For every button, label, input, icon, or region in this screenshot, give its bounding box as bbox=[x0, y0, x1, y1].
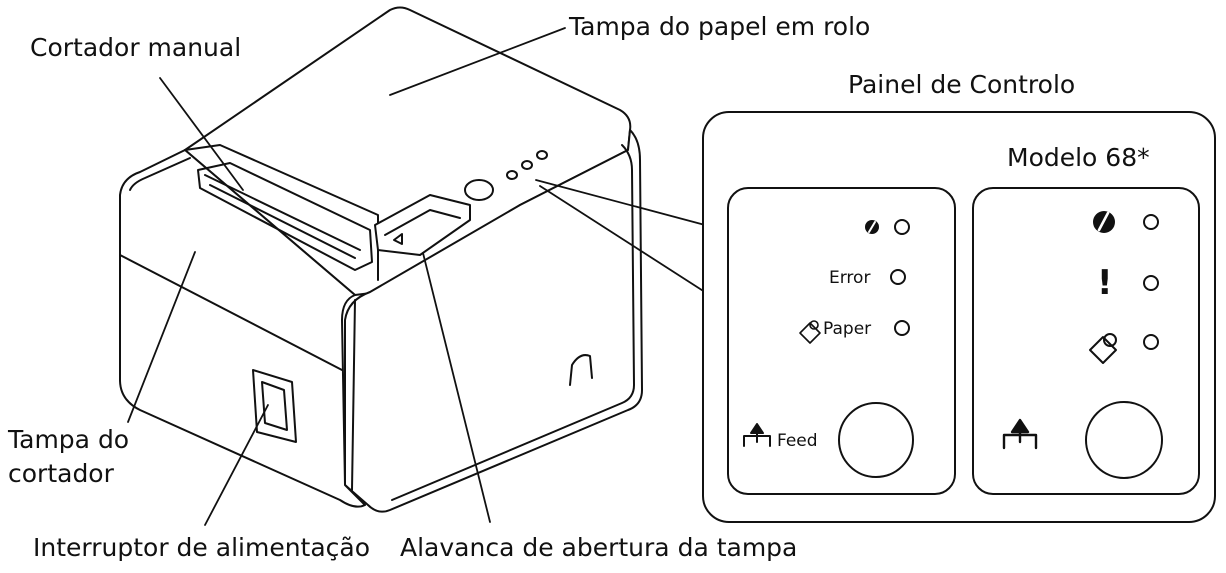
manual-cutter-blade-2 bbox=[209, 184, 356, 259]
standard-panel-frame bbox=[727, 187, 956, 495]
printer-front bbox=[119, 149, 366, 508]
printer-front-edge bbox=[129, 157, 191, 191]
lever-arrow-icon bbox=[393, 233, 403, 245]
printer-lower-edge bbox=[351, 299, 356, 491]
cutter-cover-label-line1: Tampa do bbox=[8, 425, 130, 454]
power-icon bbox=[865, 220, 879, 234]
power-switch-rocker bbox=[261, 381, 288, 431]
standard-power-led bbox=[894, 219, 910, 235]
feed-label: Feed bbox=[777, 431, 818, 451]
printer-led-1 bbox=[506, 170, 518, 180]
cutter-cover-label: Tampa do cortador bbox=[8, 423, 129, 491]
leader-cover-open-lever bbox=[422, 252, 491, 523]
cutter-cover-seam bbox=[119, 254, 343, 371]
control-panel-frame bbox=[702, 111, 1216, 523]
model68-error-led bbox=[1143, 275, 1159, 291]
paper-label: Paper bbox=[823, 319, 872, 339]
leader-power-switch bbox=[204, 404, 269, 526]
leader-cutter-cover bbox=[127, 251, 196, 423]
standard-error-led bbox=[890, 269, 906, 285]
model-68-label: Modelo 68* bbox=[1007, 143, 1150, 172]
printer-led-2 bbox=[521, 160, 533, 170]
model68-paper-led bbox=[1143, 334, 1159, 350]
printer-feed-button bbox=[464, 179, 494, 201]
model68-power-led bbox=[1143, 214, 1159, 230]
printer-led-3 bbox=[536, 150, 548, 160]
printer-side-notch bbox=[569, 354, 593, 386]
cover-open-lever-label: Alavanca de abertura da tampa bbox=[400, 533, 798, 562]
exclamation-icon: ! bbox=[1097, 263, 1113, 303]
paper-icon bbox=[799, 320, 821, 344]
leader-lines bbox=[127, 27, 709, 526]
control-panel-title: Painel de Controlo bbox=[848, 70, 1076, 99]
power-switch-label: Interruptor de alimentação bbox=[33, 533, 371, 562]
cutter-cover-label-line2: cortador bbox=[8, 459, 114, 488]
paper-exit-inner bbox=[197, 162, 373, 271]
printer-illustration bbox=[119, 6, 643, 513]
leader-panel-bottom bbox=[539, 185, 709, 295]
error-label: Error bbox=[829, 268, 871, 288]
printer-side-edge bbox=[391, 144, 635, 501]
cover-open-lever-slot bbox=[384, 209, 461, 236]
leader-panel-top bbox=[535, 179, 706, 226]
model68-panel-frame bbox=[972, 187, 1200, 495]
manual-cutter-label: Cortador manual bbox=[30, 33, 242, 62]
standard-paper-led bbox=[894, 320, 910, 336]
feed-icon bbox=[1002, 418, 1038, 450]
control-panel bbox=[702, 111, 1216, 523]
model68-feed-button bbox=[1085, 401, 1163, 479]
cover-open-lever-shape bbox=[374, 194, 471, 256]
power-switch-housing bbox=[252, 369, 297, 443]
power-icon bbox=[1093, 211, 1115, 233]
leader-roll-paper-cover bbox=[389, 27, 566, 96]
manual-cutter-blade bbox=[204, 174, 361, 251]
leader-manual-cutter bbox=[159, 77, 244, 191]
feed-icon bbox=[743, 423, 771, 447]
printer-right-side bbox=[344, 129, 643, 513]
paper-icon bbox=[1089, 333, 1117, 364]
roll-paper-cover-label: Tampa do papel em rolo bbox=[569, 12, 871, 41]
standard-feed-button bbox=[838, 402, 914, 478]
